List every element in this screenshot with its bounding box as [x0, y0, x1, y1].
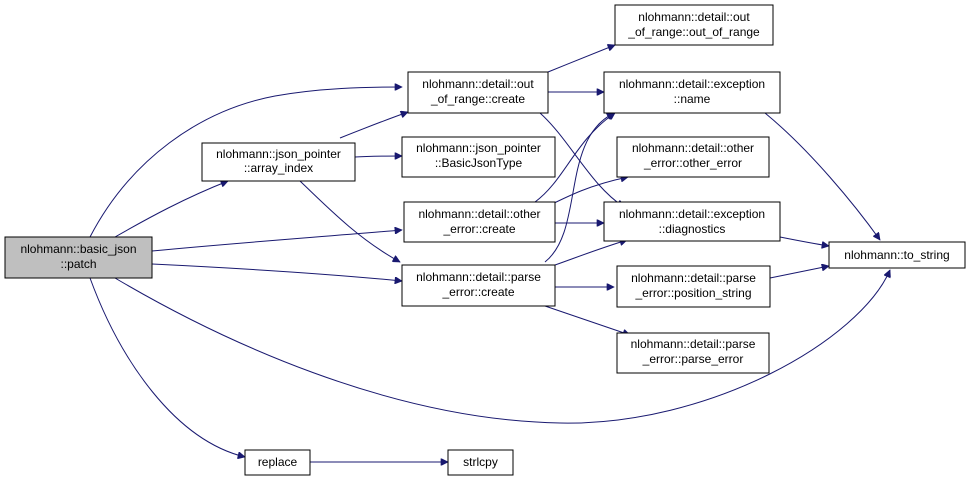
- edge-oor-create-oor-ctor: [547, 45, 615, 73]
- node-box: [201, 142, 356, 182]
- node-line: nlohmann::detail::other: [418, 207, 540, 221]
- edge-patch-replace: [89, 277, 245, 457]
- node-line: nlohmann::json_pointer: [416, 141, 541, 155]
- edge-array-index-basicjsontype: [354, 156, 402, 157]
- node-out-of-range-ctor[interactable]: nlohmann::detail::out _of_range::out_of_…: [614, 4, 774, 46]
- node-line: _of_range::out_of_range: [627, 25, 760, 39]
- edges: [89, 45, 890, 462]
- node-line: _of_range::create: [430, 92, 525, 106]
- node-parse-error-create[interactable]: nlohmann::detail::parse _error::create: [401, 264, 556, 307]
- node-box: [447, 449, 514, 476]
- node-line: ::array_index: [244, 161, 313, 175]
- node-line: nlohmann::detail::other: [632, 141, 754, 155]
- node-box: [614, 4, 774, 46]
- node-box: [407, 71, 549, 114]
- edge-parse-create-parse-ctor: [544, 305, 630, 335]
- node-line: nlohmann::basic_json: [20, 242, 136, 256]
- edge-patch-oor-create: [89, 87, 402, 238]
- node-box: [828, 241, 966, 269]
- node-box: [616, 136, 770, 178]
- node-line: nlohmann::detail::parse: [416, 270, 541, 284]
- node-other-error-ctor[interactable]: nlohmann::detail::other _error::other_er…: [616, 136, 770, 178]
- edge-patch-to-string: [114, 270, 890, 424]
- node-box: [401, 264, 556, 307]
- node-line: _error::position_string: [634, 286, 751, 300]
- node-line: ::diagnostics: [659, 222, 726, 236]
- node-box: [244, 449, 311, 476]
- node-basicjsontype[interactable]: nlohmann::json_pointer ::BasicJsonType: [401, 136, 556, 178]
- edge-patch-other-create: [151, 230, 402, 252]
- node-line: nlohmann::detail::parse: [631, 337, 756, 351]
- node-line: ::name: [674, 92, 711, 106]
- node-line: ::patch: [60, 257, 96, 271]
- edge-other-create-exc-name: [534, 113, 615, 203]
- node-line: _error::create: [441, 285, 514, 299]
- edge-parse-create-exc-diag: [554, 240, 627, 266]
- node-box: [401, 136, 556, 178]
- edge-array-index-parse-create: [299, 180, 400, 263]
- node-position-string[interactable]: nlohmann::detail::parse _error::position…: [616, 265, 771, 308]
- node-line: nlohmann::to_string: [844, 248, 949, 262]
- node-exception-diagnostics[interactable]: nlohmann::detail::exception ::diagnostic…: [603, 201, 781, 242]
- edge-pos-string-to-string: [769, 266, 829, 279]
- node-line: nlohmann::detail::exception: [619, 207, 765, 221]
- node-to-string[interactable]: nlohmann::to_string: [828, 241, 966, 269]
- node-line: _error::create: [442, 222, 515, 236]
- node-line: nlohmann::detail::out: [638, 10, 750, 24]
- edge-patch-array-index: [114, 181, 228, 238]
- node-line: _error::other_error: [643, 156, 742, 170]
- node-line: nlohmann::detail::exception: [619, 77, 765, 91]
- node-array-index[interactable]: nlohmann::json_pointer ::array_index: [201, 142, 356, 182]
- node-line: nlohmann::detail::out: [422, 77, 534, 91]
- node-out-of-range-create[interactable]: nlohmann::detail::out _of_range::create: [407, 71, 549, 114]
- node-parse-error-ctor[interactable]: nlohmann::detail::parse _error::parse_er…: [616, 332, 770, 374]
- edge-parse-create-exc-name: [544, 112, 614, 263]
- edge-exc-diag-to-string: [779, 236, 829, 246]
- edge-oor-create-exc-diag: [539, 112, 624, 207]
- node-line: nlohmann::detail::parse: [631, 271, 756, 285]
- node-replace[interactable]: replace: [244, 449, 311, 476]
- nodes: nlohmann::basic_json ::patch nlohmann::j…: [4, 4, 966, 476]
- node-line: replace: [258, 455, 298, 469]
- node-box: [616, 265, 771, 308]
- node-line: strlcpy: [463, 455, 498, 469]
- node-other-error-create[interactable]: nlohmann::detail::other _error::create: [403, 201, 556, 243]
- node-box: [4, 236, 153, 279]
- node-box: [603, 71, 781, 114]
- node-line: ::BasicJsonType: [435, 156, 523, 170]
- node-strlcpy[interactable]: strlcpy: [447, 449, 514, 476]
- edge-patch-parse-create: [151, 263, 402, 281]
- edge-exc-name-to-string: [764, 112, 880, 240]
- edge-array-index-oor-create: [339, 112, 408, 139]
- node-line: _error::parse_error: [642, 352, 744, 366]
- node-box: [603, 201, 781, 242]
- node-exception-name[interactable]: nlohmann::detail::exception ::name: [603, 71, 781, 114]
- node-box: [616, 332, 770, 374]
- node-patch[interactable]: nlohmann::basic_json ::patch: [4, 236, 153, 279]
- node-line: nlohmann::json_pointer: [216, 147, 341, 161]
- node-box: [403, 201, 556, 243]
